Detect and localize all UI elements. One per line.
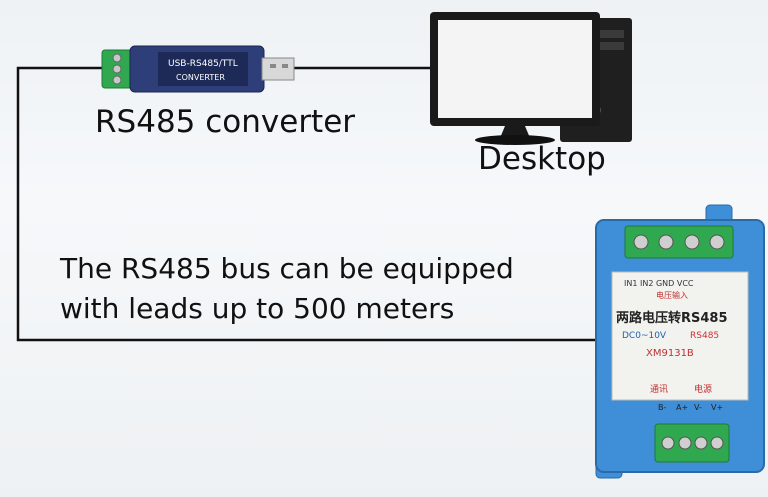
converter-sub-text: CONVERTER	[176, 73, 225, 82]
module-model: XM9131B	[646, 348, 694, 359]
module-pin-b: B-	[658, 403, 666, 412]
module-pin-vminus: V-	[694, 403, 702, 412]
module-top-pins: IN1 IN2 GND VCC	[624, 279, 694, 288]
module-pin-vplus: V+	[711, 403, 723, 412]
converter-model-text: USB-RS485/TTL	[168, 59, 238, 69]
module-title: 两路电压转RS485	[616, 310, 728, 326]
module-top-section: 电压输入	[656, 290, 688, 300]
bus-description-line2: with leads up to 500 meters	[60, 292, 455, 325]
bus-description-line1: The RS485 bus can be equipped	[60, 252, 514, 285]
module-spec-out: RS485	[690, 331, 719, 341]
desktop-label: Desktop	[478, 141, 606, 177]
module-spec: DC0~10V	[622, 331, 667, 341]
module-power-label: 电源	[694, 383, 712, 395]
module-pin-a: A+	[676, 403, 688, 412]
bus-wire	[16, 66, 600, 342]
module-comm-label: 通讯	[650, 384, 668, 395]
converter-label: RS485 converter	[95, 104, 356, 140]
